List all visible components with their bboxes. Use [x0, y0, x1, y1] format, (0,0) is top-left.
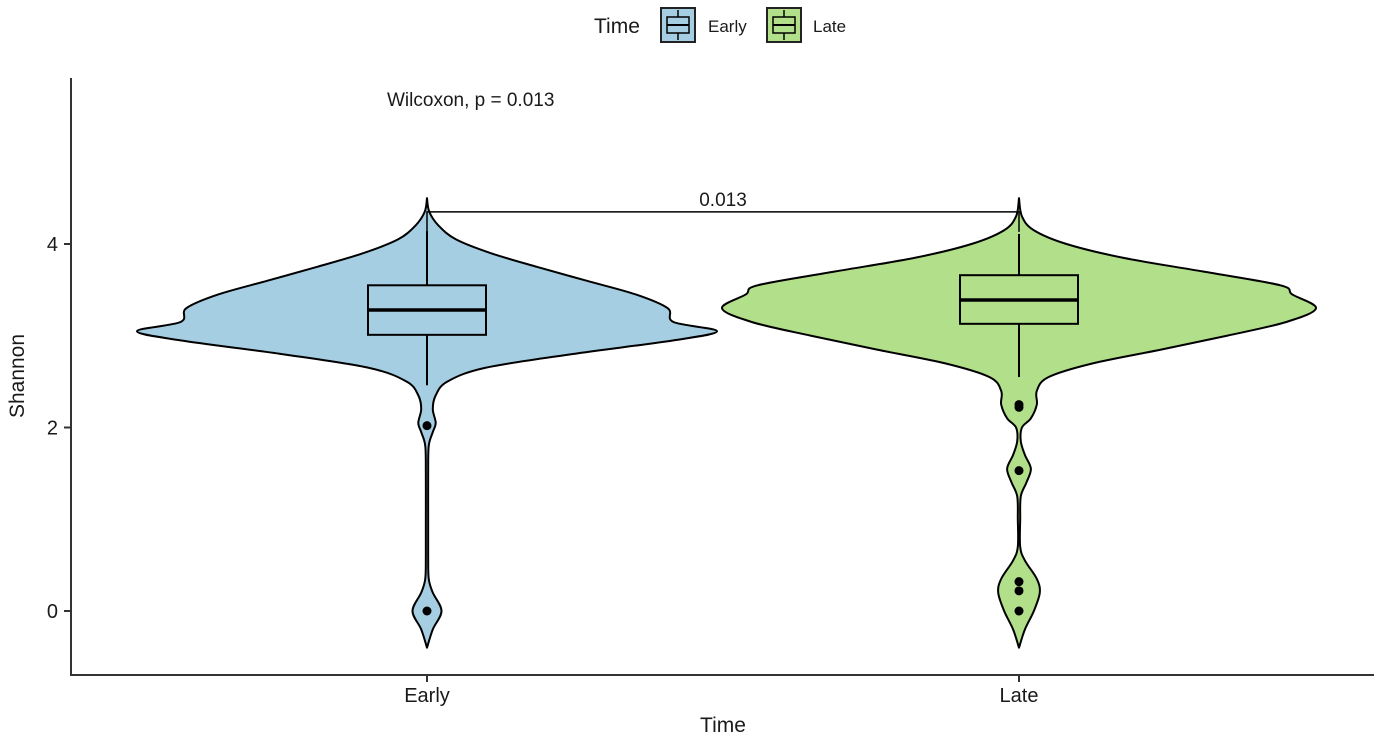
- violin-group-late: [721, 197, 1317, 649]
- y-axis-title: Shannon: [6, 334, 29, 418]
- x-tick-label: Early: [404, 685, 450, 707]
- legend: Time Early Late: [594, 7, 846, 43]
- outlier-point: [1014, 577, 1024, 587]
- outlier-point: [1014, 606, 1024, 616]
- outlier-point: [1014, 586, 1024, 596]
- legend-label-late: Late: [813, 17, 846, 36]
- outlier-point: [1014, 402, 1024, 412]
- outlier-point: [422, 606, 432, 616]
- significance-bracket: [426, 211, 1020, 232]
- legend-title: Time: [594, 15, 640, 38]
- y-axis-ticks: 0 2 4: [47, 234, 71, 623]
- outlier-point: [1014, 466, 1024, 476]
- global-test-label: Wilcoxon, p = 0.013: [387, 90, 554, 111]
- bracket-p-label: 0.013: [699, 190, 747, 211]
- legend-key-late: [766, 7, 802, 43]
- legend-label-early: Early: [708, 17, 747, 36]
- y-tick-label: 0: [47, 601, 58, 623]
- y-tick-label: 4: [47, 234, 58, 256]
- outlier-point: [422, 421, 432, 431]
- x-axis-ticks: Early Late: [404, 675, 1038, 707]
- x-tick-label: Late: [1000, 685, 1039, 707]
- x-axis-title: Time: [700, 714, 746, 737]
- legend-key-early: [660, 7, 696, 43]
- violin-group-early: [136, 197, 718, 649]
- y-tick-label: 2: [47, 418, 58, 440]
- bracket-line: [426, 211, 1020, 232]
- plot-area: [136, 197, 1317, 649]
- violin-late: [721, 197, 1317, 649]
